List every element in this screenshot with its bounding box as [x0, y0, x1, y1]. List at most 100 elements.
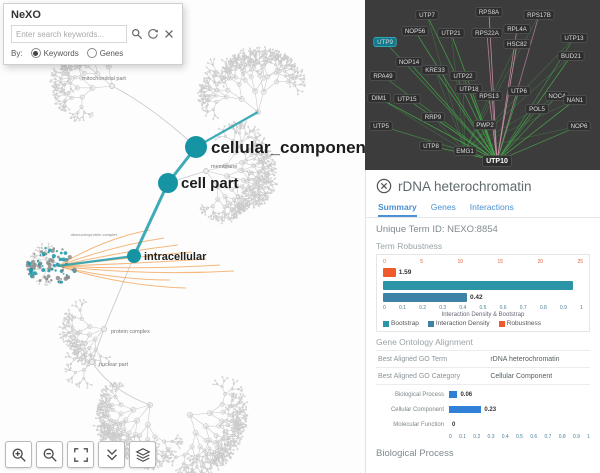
- tree-node-cell-part[interactable]: [158, 173, 178, 193]
- axis-tick: 0.6: [499, 305, 507, 311]
- app-title: NeXO: [11, 9, 41, 21]
- tree-label-cell-part: cell part: [181, 175, 239, 192]
- network-node[interactable]: EMG1: [453, 146, 477, 156]
- table-row: Best Aligned GO Category Cellular Compon…: [376, 368, 590, 385]
- axis-tick: 0: [383, 305, 386, 311]
- row-value: rDNA heterochromatin: [490, 355, 560, 363]
- zoom-controls: [5, 441, 156, 468]
- axis-tick: 0.5: [516, 434, 523, 440]
- detail-tabs: Summary Genes Interactions: [378, 202, 590, 217]
- axis-tick: 0.9: [572, 434, 580, 440]
- axis-tick: 0.4: [459, 305, 467, 311]
- network-node[interactable]: UTP5: [369, 121, 393, 131]
- tree-label-cellular-component: cellular_component: [211, 138, 365, 157]
- network-node[interactable]: UTP8: [419, 141, 443, 151]
- clear-icon[interactable]: [162, 28, 175, 41]
- network-node[interactable]: UTP18: [455, 84, 483, 94]
- zoom-in-button[interactable]: [5, 441, 32, 468]
- axis-tick: 0.8: [558, 434, 566, 440]
- tab-summary[interactable]: Summary: [378, 202, 417, 217]
- tab-interactions[interactable]: Interactions: [469, 202, 514, 212]
- interaction-density-bar: [383, 293, 467, 302]
- go-chart-row: Molecular Function 0: [376, 419, 590, 430]
- go-category-label: Molecular Function: [393, 421, 444, 428]
- network-node[interactable]: POL5: [525, 104, 549, 114]
- tree-label-protein-complex: protein complex: [111, 329, 150, 335]
- radio-genes[interactable]: Genes: [86, 48, 123, 58]
- network-node[interactable]: UTP21: [437, 28, 465, 38]
- tree-node-nuclear-part[interactable]: [89, 359, 95, 365]
- legend-swatch: [427, 320, 434, 327]
- interaction-network-panel[interactable]: UTP7 RPS8A RPS17B RPL4A UTP13 NOP56 UTP21 RPS22…: [365, 0, 600, 170]
- search-input[interactable]: [11, 25, 127, 43]
- network-node[interactable]: KRE33: [421, 65, 449, 75]
- axis-tick: 15: [497, 259, 503, 265]
- expand-levels-button[interactable]: [98, 441, 125, 468]
- keywords-radio-icon: [30, 48, 41, 58]
- axis-tick: 10: [457, 259, 463, 265]
- fit-to-screen-button[interactable]: [67, 441, 94, 468]
- search-icon[interactable]: [130, 28, 143, 41]
- bootstrap-bar: [383, 280, 573, 290]
- network-node[interactable]: NOP6: [567, 121, 591, 131]
- zoom-out-button[interactable]: [36, 441, 63, 468]
- network-node[interactable]: UTP22: [449, 71, 477, 81]
- axis-tick: 0.1: [398, 305, 406, 311]
- legend-item: Interaction Density: [427, 320, 490, 327]
- network-node[interactable]: UTP6: [507, 86, 531, 96]
- legend-swatch: [498, 320, 505, 327]
- legend-item: Bootstrap: [383, 320, 419, 327]
- tree-node-protein-complex[interactable]: [101, 326, 107, 332]
- network-node[interactable]: RPS22A: [471, 28, 503, 38]
- axis-tick: 0.6: [530, 434, 538, 440]
- tree-label-ribonucleoprotein-complex: ribonucleoprotein complex: [71, 232, 118, 237]
- network-node[interactable]: NOP56: [401, 26, 429, 36]
- tree-node-mitochondrial-part[interactable]: [109, 83, 115, 89]
- biological-process-heading: Biological Process: [376, 448, 454, 459]
- search-panel: NeXO By: Keywords: [3, 3, 183, 65]
- axis-tick: 1: [580, 305, 583, 311]
- network-node[interactable]: PWP2: [473, 120, 497, 130]
- radio-keywords[interactable]: Keywords: [30, 48, 79, 58]
- reset-icon[interactable]: [146, 28, 159, 41]
- network-node[interactable]: RPL4A: [503, 24, 531, 34]
- go-bar: [449, 391, 458, 398]
- layers-button[interactable]: [129, 441, 156, 468]
- close-icon[interactable]: [376, 178, 392, 194]
- tab-genes[interactable]: Genes: [430, 202, 456, 212]
- network-node[interactable]: UTP15: [393, 94, 421, 104]
- keywords-radio-label: Keywords: [43, 48, 79, 58]
- legend-swatch: [383, 320, 389, 327]
- network-node[interactable]: RPS13: [475, 91, 503, 101]
- network-node[interactable]: UTP10: [482, 155, 512, 167]
- alignment-section-label: Gene Ontology Alignment: [376, 337, 473, 347]
- axis-tick: 0.4: [501, 434, 509, 440]
- network-node[interactable]: DIM1: [367, 93, 391, 103]
- network-node[interactable]: RPS8A: [475, 7, 503, 17]
- network-node[interactable]: RPA49: [369, 71, 397, 81]
- network-node[interactable]: RPS17B: [523, 10, 555, 20]
- network-node[interactable]: RRP9: [421, 112, 445, 122]
- network-node[interactable]: UTP9: [373, 37, 397, 47]
- tree-node-cellular-component[interactable]: [185, 136, 207, 158]
- axis-tick: 0.2: [473, 434, 481, 440]
- network-node[interactable]: NAN1: [563, 95, 587, 105]
- tree-node-membrane[interactable]: [203, 168, 209, 174]
- network-node[interactable]: NOP14: [395, 57, 423, 67]
- network-node[interactable]: BUD21: [557, 51, 585, 61]
- robustness-section-label: Term Robustness: [376, 241, 443, 251]
- network-canvas[interactable]: UTP7 RPS8A RPS17B RPL4A UTP13 NOP56 UTP21 RPS22…: [365, 0, 600, 170]
- network-node[interactable]: UTP13: [560, 33, 588, 43]
- tree-node-intracellular[interactable]: [127, 249, 141, 263]
- network-node[interactable]: UTP7: [415, 10, 439, 20]
- robustness-bar: [383, 268, 396, 277]
- axis-tick: 0.3: [487, 434, 495, 440]
- network-node[interactable]: HSC82: [503, 39, 531, 49]
